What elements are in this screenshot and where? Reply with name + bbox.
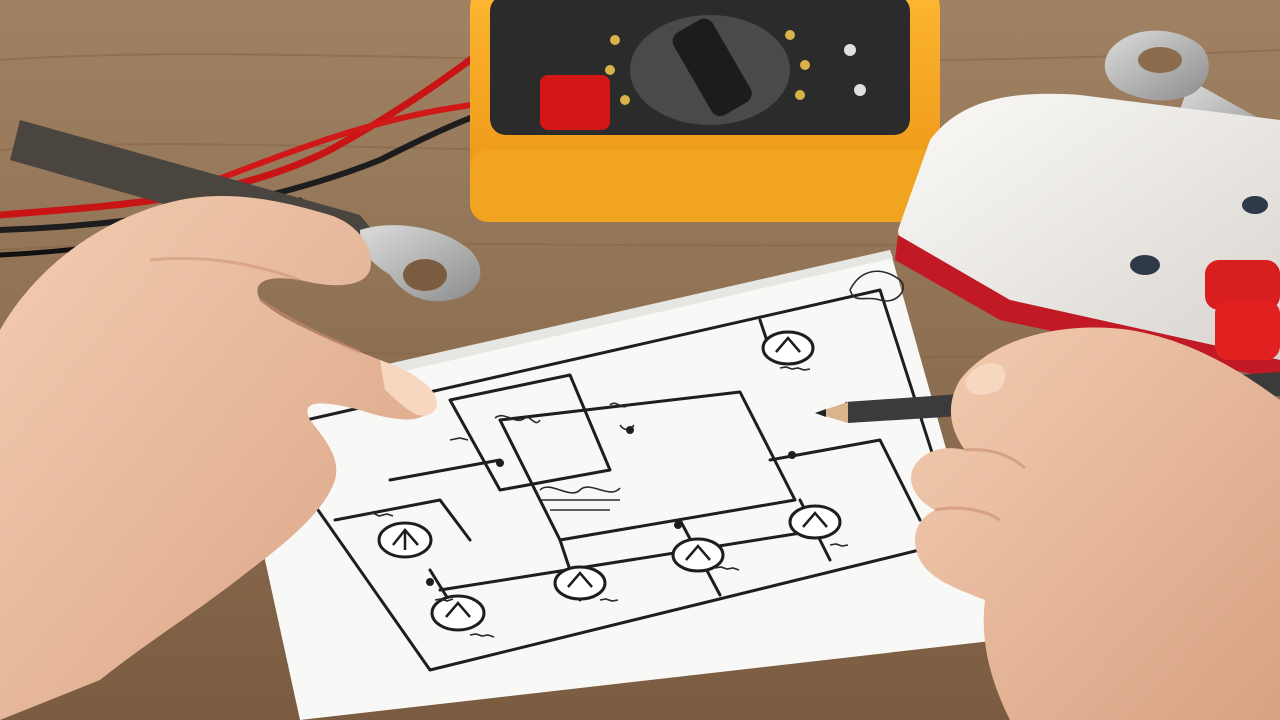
dial-markings [605,30,866,105]
component-transistor-3 [553,565,607,601]
white-multimeter [895,93,1280,380]
component-transistor-2 [430,594,486,632]
left-hand [0,196,437,720]
schematic-nodes [426,426,796,586]
component-transistor-4 [671,537,725,573]
component-transistor-5 [788,504,842,540]
component-symbols [392,336,828,618]
schematic-scribbles [364,270,904,638]
right-hand [911,327,1280,720]
orange-multimeter [470,0,940,222]
component-transistor-6 [761,330,815,366]
